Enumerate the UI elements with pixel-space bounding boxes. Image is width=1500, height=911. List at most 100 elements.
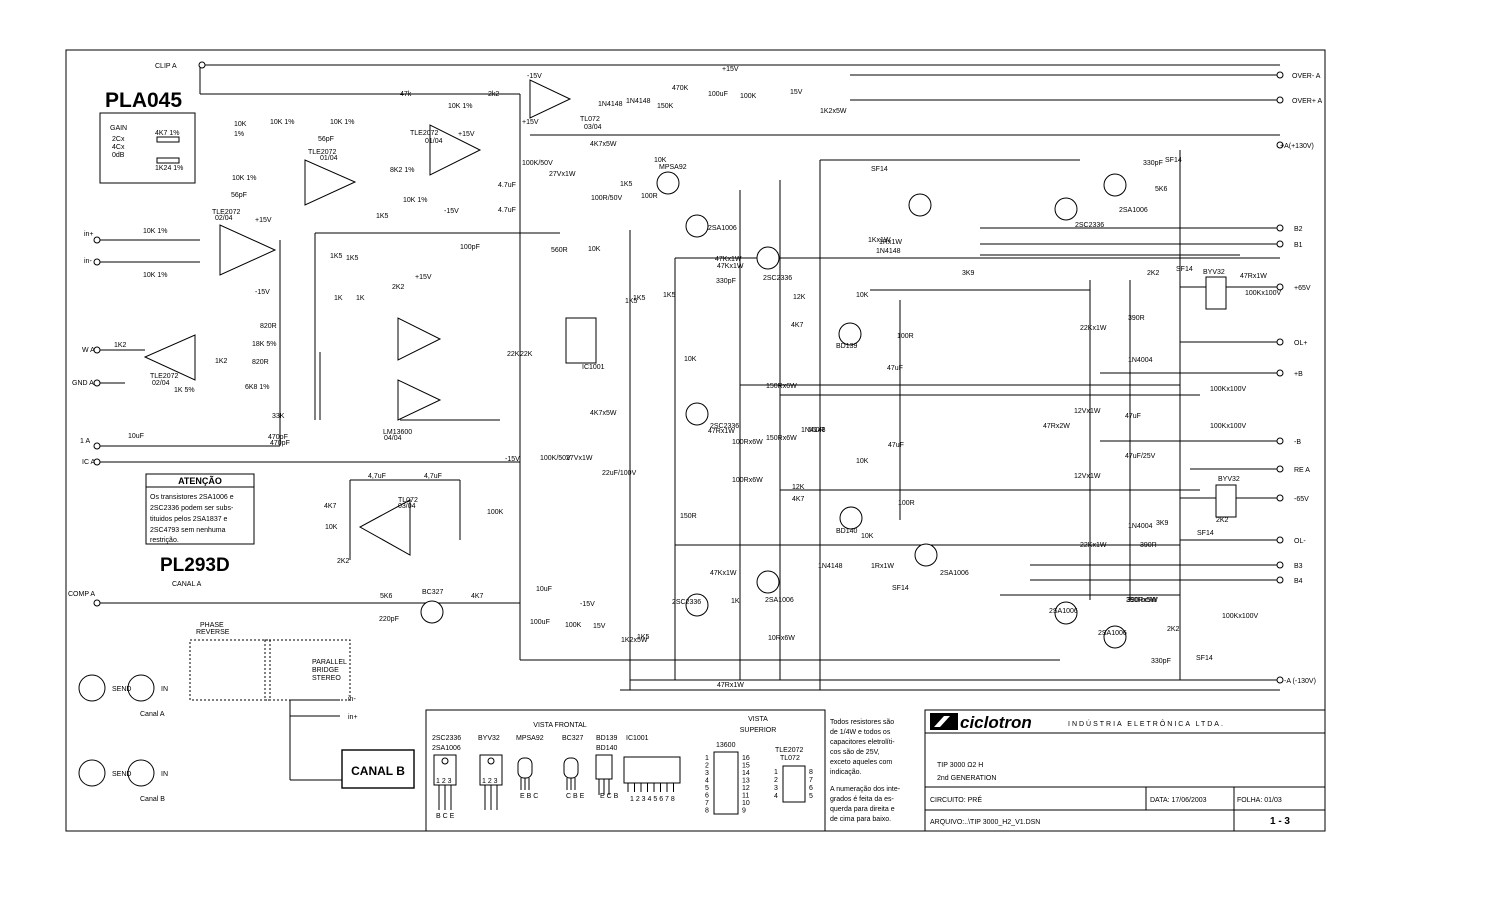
pinout-part-pins: 1 2 3 4 5 6 7 8 [630, 796, 675, 803]
component-label: 100K [740, 93, 757, 100]
component-label: 10K [654, 157, 667, 164]
date-label: DATA: 17/06/2003 [1150, 797, 1207, 804]
supply-label-5: -15V [255, 289, 270, 296]
component-label: 100Rx6W [732, 439, 763, 446]
dip8-pin-right: 7 [809, 777, 813, 784]
connector-ic-a[interactable]: IC A [82, 459, 96, 466]
connector-in-minus[interactable]: in- [84, 258, 92, 265]
phase-reverse-switch[interactable] [189, 639, 271, 701]
component-label: 1Rx1W [879, 239, 902, 246]
component-label: 4K7 [791, 322, 804, 329]
mount-hole [441, 757, 449, 765]
file-label: ARQUIVO:..\TIP 3000_H2_V1.DSN [930, 819, 1040, 826]
note-line-2: capacitores eletrolíti- [830, 739, 895, 746]
component-label: 12Vx1W [1074, 408, 1101, 415]
title-block: ciclotron INDÚSTRIA ELETRÔNICA LTDA. TIP… [924, 709, 1326, 832]
dip16-pin-left: 7 [705, 800, 709, 807]
gain-resistor-label-0: 4K7 1% [155, 130, 180, 137]
note-line-0: Todos resistores são [830, 719, 894, 726]
component-label: 10K 1% [232, 175, 257, 182]
connector-minus-65v[interactable]: -65V [1294, 496, 1309, 503]
component-label: 22K [507, 351, 520, 358]
component-label: 1K5 [637, 634, 650, 641]
component-label: SF14 [1165, 157, 1182, 164]
component-label: BD139 [836, 343, 858, 350]
product-name: TIP 3000 Ω2 H [937, 762, 983, 769]
connector-1-a[interactable]: 1 A [80, 438, 90, 445]
connector-b1[interactable]: B1 [1294, 242, 1303, 249]
sip-package [623, 756, 681, 784]
component-label: 4,7uF [368, 473, 386, 480]
component-label: 15V [593, 623, 606, 630]
note-line-6: A numeração dos inte- [830, 786, 901, 793]
company-sub: INDÚSTRIA ELETRÔNICA LTDA. [1068, 719, 1225, 728]
connector-in-plus[interactable]: in+ [84, 231, 94, 238]
dip16-pin-left: 6 [705, 793, 709, 800]
component-label: 47uF [888, 442, 904, 449]
pinout-part-legs: C B E [566, 793, 585, 800]
to92-package [563, 757, 579, 779]
component-label: 470pF [270, 440, 290, 447]
component-label: 22uF/100V [602, 470, 637, 477]
component-label: 2SC2336 [1075, 222, 1104, 229]
component-label: 150K [657, 103, 674, 110]
connector-over-minus[interactable]: OVER- A [1292, 73, 1321, 80]
connector-minus-a-130v[interactable]: -A (-130V) [1284, 678, 1316, 685]
connector-minus-b[interactable]: -B [1294, 439, 1301, 446]
component-label: 4K7x5W [590, 141, 617, 148]
pinout-part-name: BD139 [596, 735, 618, 742]
byv32-lower-body [1215, 484, 1237, 518]
component-label: 100uF [708, 91, 728, 98]
gain-header: GAIN [110, 125, 127, 132]
component-label: 150R [680, 513, 697, 520]
component-label: 100Kx100V [1245, 290, 1282, 297]
component-label: 1K5 [633, 295, 646, 302]
connector-b4[interactable]: B4 [1294, 578, 1303, 585]
pinout-part-legs: E B C [520, 793, 538, 800]
dip16-pin-right: 9 [742, 808, 746, 815]
connector-b3[interactable]: B3 [1294, 563, 1303, 570]
connector-over-plus[interactable]: OVER+ A [1292, 98, 1322, 105]
component-label: 2SC2336 [710, 423, 739, 430]
connector-plus-a-130v[interactable]: +A(+130V) [1280, 143, 1314, 150]
ic-label-5: LM13600 [383, 429, 412, 436]
component-label: 47Kx1W [715, 256, 742, 263]
component-label: 1N4148 [598, 101, 623, 108]
component-label: 2SA1006 [1049, 608, 1078, 615]
component-label: 1N4148 [876, 248, 901, 255]
component-label: 100Kx100V [1222, 613, 1259, 620]
connector-plus-65v[interactable]: +65V [1294, 285, 1311, 292]
component-label: 12K [792, 484, 805, 491]
component-label: 5K6 [1155, 186, 1168, 193]
component-label: 47Rx1W [1240, 273, 1267, 280]
note-line-5: indicação. [830, 769, 862, 776]
xlr-send-label-a: SEND [112, 686, 131, 693]
component-label: 22Kx1W [1080, 542, 1107, 549]
connector-re-a[interactable]: RE A [1294, 467, 1310, 474]
pinout-part-pins: 1 2 3 [482, 778, 498, 785]
mode-switch[interactable] [264, 639, 351, 701]
connector-ol-plus[interactable]: OL+ [1294, 340, 1307, 347]
pinout-part-name: MPSA92 [516, 735, 544, 742]
connector-gnd-a[interactable]: GND A [72, 380, 94, 387]
supply-label-4: +15V [255, 217, 272, 224]
board-model: PL293D [160, 555, 230, 576]
component-label: 1K2 [114, 342, 127, 349]
connector-b2[interactable]: B2 [1294, 226, 1303, 233]
ic-sublabel-5: 04/04 [384, 435, 402, 442]
connector-plus-b[interactable]: +B [1294, 371, 1303, 378]
connector-ol-minus[interactable]: OL- [1294, 538, 1306, 545]
note-line-8: querda para direita e [830, 806, 895, 813]
supply-label-8: -15V [580, 601, 595, 608]
input-area: SEND IN SEND IN Canal A Canal B PHASE RE… [78, 622, 415, 803]
component-label: 10K 1% [330, 119, 355, 126]
connector-w-a[interactable]: W A [82, 347, 95, 354]
component-label: 3K9 [962, 270, 975, 277]
connector-comp-a[interactable]: COMP A [68, 591, 95, 598]
component-label: MPSA92 [659, 164, 687, 171]
connector-clip-a[interactable]: CLIP A [155, 63, 177, 70]
component-label: 10K 1% [403, 197, 428, 204]
switch-label-stereo: STEREO [312, 675, 341, 682]
supply-label-1: +15V [522, 119, 539, 126]
